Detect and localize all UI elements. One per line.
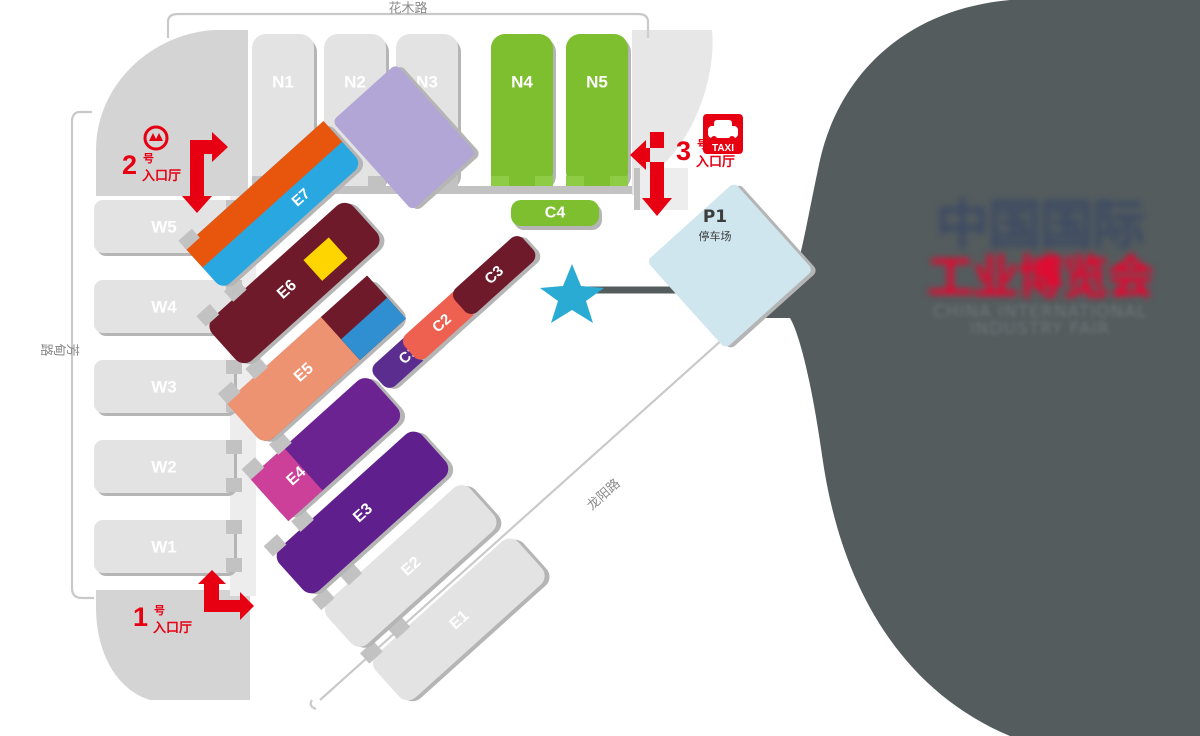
taxi-icon-text: TAXI [712, 143, 734, 154]
road-label-fangdian: 芳甸路 [40, 341, 79, 357]
taxi-icon: TAXI [703, 114, 743, 154]
hall-N5[interactable]: N5 [566, 34, 631, 192]
entrance-1-unit: 号 [154, 604, 165, 617]
east-hall-group: E1 E2 E3 [178, 66, 554, 708]
metro-icon [143, 125, 169, 151]
hall-label-N5: N5 [586, 73, 608, 92]
entrance-1-hall: 入口厅 [153, 621, 192, 636]
logo-top-line: 中国国际 [936, 194, 1145, 256]
logo-mid-line: 工业博览会 [927, 249, 1154, 304]
hall-label-N4: N4 [511, 73, 533, 92]
entrance-2[interactable]: 2 号 入口厅 [122, 125, 228, 213]
parking-label: P1 [703, 207, 727, 227]
entrance-3-number: 3 [676, 136, 691, 166]
hall-label-W5: W5 [151, 218, 177, 237]
entrance-3-arrow [630, 132, 672, 216]
entrance-3-hall: 入口厅 [696, 155, 735, 170]
entrance-2-hall: 入口厅 [142, 169, 181, 184]
road-label-longyang: 龙阳路 [584, 476, 624, 514]
hall-label-W4: W4 [151, 298, 177, 317]
hall-label-N3: N3 [416, 73, 438, 92]
hall-label-N1: N1 [272, 73, 294, 92]
callout-logo: 中国国际 工业博览会 CHINA INTERNATIONAL INDUSTRY … [905, 168, 1175, 368]
hall-label-C4: C4 [545, 205, 566, 222]
entrance-2-number: 2 [122, 150, 137, 180]
parking-P1[interactable]: P1 停车场 [647, 180, 819, 352]
hall-W2[interactable]: W2 [94, 440, 242, 496]
road-label-huamu: 花木路 [388, 1, 427, 17]
west-hall-group: W5 W4 W3 W2 [94, 200, 242, 576]
annex-purple [334, 66, 474, 209]
entrance-1-number: 1 [133, 602, 148, 632]
entrance-1[interactable]: 1 号 入口厅 [133, 570, 254, 636]
hall-W4[interactable]: W4 [94, 280, 242, 336]
hall-E2[interactable]: E2 [311, 469, 506, 654]
parking-sublabel: 停车场 [699, 229, 732, 243]
entrance-3-unit: 号 [697, 138, 708, 151]
entrance-2-arrow [182, 132, 228, 213]
hall-W1[interactable]: W1 [94, 520, 242, 576]
hall-label-W2: W2 [151, 458, 177, 477]
entrance-3[interactable]: TAXI 3 号 入口厅 [630, 114, 743, 216]
logo-bottom-line: CHINA INTERNATIONAL INDUSTRY FAIR [932, 301, 1148, 339]
hall-E1[interactable]: E1 [360, 523, 554, 708]
hall-N4[interactable]: N4 [491, 34, 556, 192]
hall-E4[interactable]: E4 [241, 362, 410, 524]
entrance-1-arrow [198, 570, 254, 620]
hall-label-N2: N2 [344, 73, 366, 92]
hall-C4[interactable]: C4 [511, 200, 602, 230]
hall-label-W3: W3 [151, 378, 177, 397]
entrance-2-unit: 号 [143, 152, 154, 165]
hall-E5[interactable]: E5 [217, 265, 411, 449]
location-marker-star[interactable] [540, 264, 604, 323]
hall-label-W1: W1 [151, 538, 177, 557]
hall-E7[interactable]: E7 [178, 113, 367, 293]
hall-W3[interactable]: W3 [94, 360, 242, 416]
hall-E3[interactable]: E3 [263, 416, 458, 601]
hall-C3[interactable]: C3 [449, 230, 544, 320]
hall-E6[interactable]: E6 [196, 187, 389, 371]
c-hall-group: C1 C2 C3 C4 [372, 200, 602, 389]
